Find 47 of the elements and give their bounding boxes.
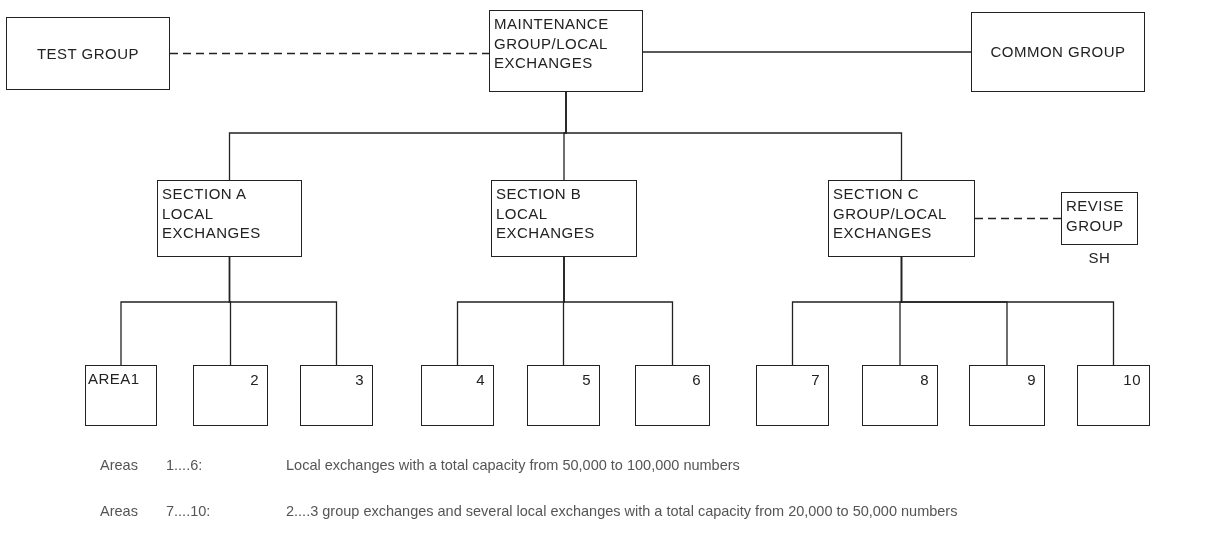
- box-label: 6: [691, 370, 701, 390]
- box-label: COMMON GROUP: [990, 42, 1126, 62]
- connector-line: [563, 256, 674, 366]
- note-text: 7....10:: [166, 502, 211, 521]
- org-box: [862, 365, 938, 426]
- box-label: 10: [1122, 370, 1141, 390]
- box-label: 3: [354, 370, 364, 390]
- box-label: TEST GROUP: [36, 43, 140, 64]
- box-label: SECTION B LOCAL EXCHANGES: [496, 184, 596, 243]
- box-label: SECTION A LOCAL EXCHANGES: [162, 184, 262, 243]
- note-text: 1....6:: [166, 456, 203, 475]
- dashed-connector: [974, 217, 1062, 220]
- org-box: [193, 365, 268, 426]
- connector-line: [228, 256, 338, 366]
- note-text: 2....3 group exchanges and several local exchanges with a total capacity from 20,000 to 50,000 numbers: [286, 502, 959, 521]
- connector-line: [642, 51, 972, 53]
- org-box: [491, 180, 637, 257]
- org-box: [969, 365, 1045, 426]
- org-box: [489, 10, 643, 92]
- org-box: [635, 365, 710, 426]
- dashed-connector: [169, 52, 490, 55]
- org-box: [300, 365, 373, 426]
- org-box: [1077, 365, 1150, 426]
- note-text: Areas: [100, 502, 138, 521]
- box-caption: SH: [1087, 248, 1112, 268]
- org-box: [971, 12, 1145, 92]
- box-label: 4: [475, 370, 485, 390]
- org-box: [828, 180, 975, 257]
- note-text: Local exchanges with a total capacity from 50,000 to 100,000 numbers: [286, 456, 740, 475]
- org-box: [421, 365, 494, 426]
- box-label: 9: [1026, 370, 1036, 390]
- org-box: [85, 365, 157, 426]
- box-label: 7: [810, 370, 820, 390]
- box-label: MAINTENANCE GROUP/LOCAL EXCHANGES: [494, 14, 610, 73]
- connector-line: [565, 91, 903, 181]
- box-label: REVISE GROUP: [1066, 196, 1126, 235]
- box-label: 8: [919, 370, 929, 390]
- org-box: [6, 17, 170, 90]
- box-label: AREA1: [88, 369, 141, 389]
- org-box: [157, 180, 302, 257]
- box-label: SECTION C GROUP/LOCAL EXCHANGES: [833, 184, 948, 243]
- note-text: Areas: [100, 456, 138, 475]
- org-box: [527, 365, 600, 426]
- box-label: 2: [249, 370, 259, 390]
- connector-line: [900, 256, 1115, 366]
- org-box: [756, 365, 829, 426]
- box-label: 5: [581, 370, 591, 390]
